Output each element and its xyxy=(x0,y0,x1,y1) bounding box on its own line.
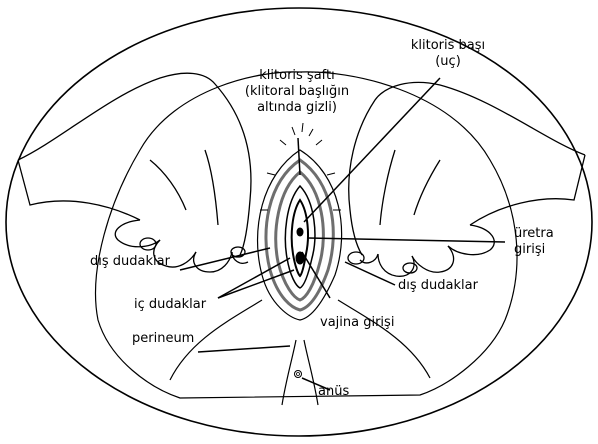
leader-urethra xyxy=(308,238,505,242)
label-clitoris-shaft-line3: altında gizli) xyxy=(222,100,372,116)
label-clitoris-shaft: klitoris şaftı (klitoral başlığın altınd… xyxy=(222,68,372,116)
label-outer-lips-right: dış dudaklar xyxy=(398,278,478,294)
label-outer-lips-left: dış dudaklar xyxy=(90,254,170,270)
label-clitoris-head-line2: (uç) xyxy=(400,54,496,70)
label-clitoris-shaft-line1: klitoris şaftı xyxy=(222,68,372,84)
label-urethra-line2: girişi xyxy=(514,242,554,258)
label-urethra: üretra girişi xyxy=(514,226,554,258)
label-urethra-line1: üretra xyxy=(514,226,554,242)
label-inner-lips: iç dudaklar xyxy=(134,297,206,313)
label-clitoris-shaft-line2: (klitoral başlığın xyxy=(222,84,372,100)
leader-inner-lips-2 xyxy=(218,270,294,298)
vulva-rings xyxy=(258,123,342,320)
label-clitoris-head: klitoris başı (uç) xyxy=(400,38,496,70)
left-hand xyxy=(18,73,251,272)
leader-perineum xyxy=(198,346,290,352)
label-vagina-opening: vajina girişi xyxy=(320,315,394,331)
label-clitoris-head-line1: klitoris başı xyxy=(400,38,496,54)
leader-clitoris-shaft xyxy=(298,138,300,175)
label-perineum: perineum xyxy=(132,331,194,347)
label-anus: anüs xyxy=(318,384,349,400)
leader-lines xyxy=(180,78,505,390)
